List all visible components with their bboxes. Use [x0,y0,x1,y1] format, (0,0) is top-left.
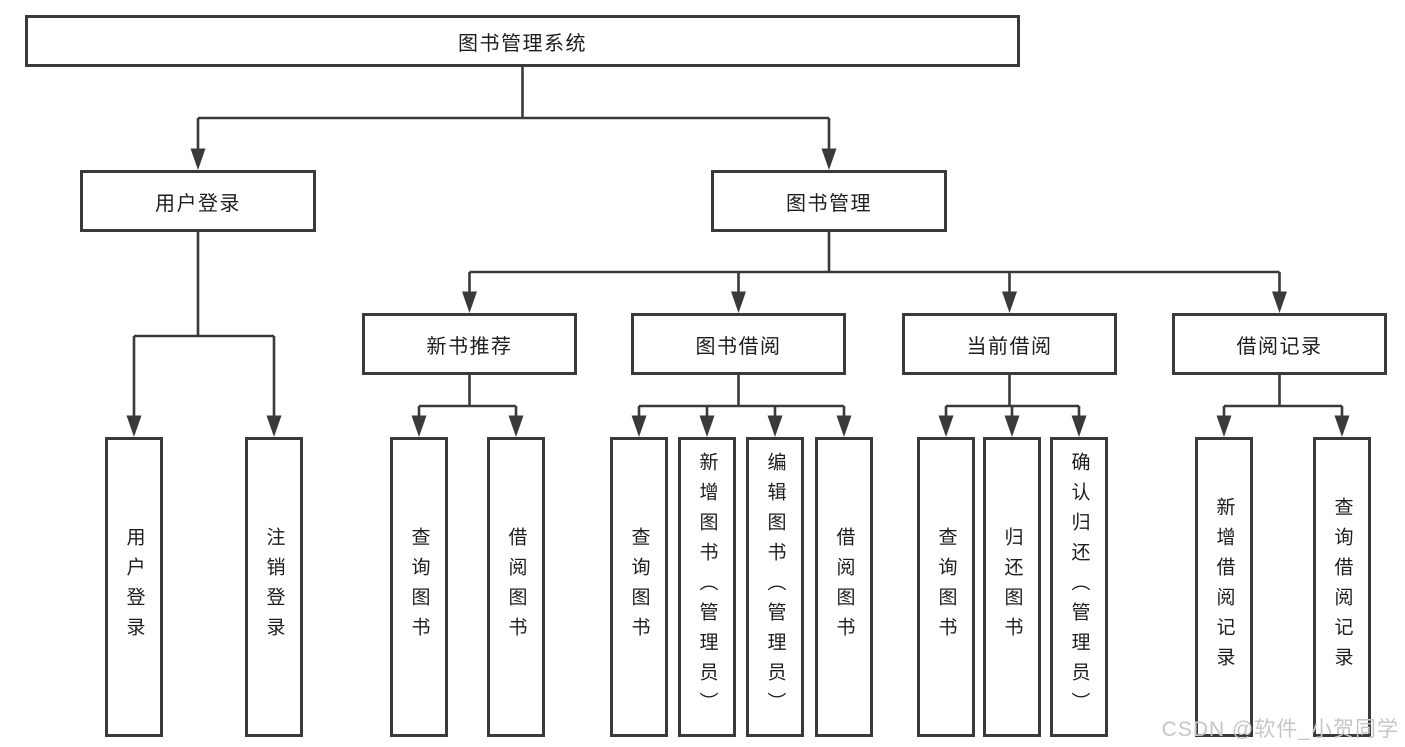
node-library-management-system: 图书管理系统 [25,15,1020,67]
node-leaf-logout: 注销登录 [245,437,303,737]
node-leaf-query-books: 查询图书 [390,437,448,737]
node-current-borrowing: 当前借阅 [902,313,1117,375]
node-label: 图书管理 [786,192,872,215]
node-label: 图书借阅 [695,335,782,358]
node-label: 图书管理系统 [458,32,587,55]
node-leaf-query-borrowing-record: 查询借阅记录 [1313,437,1371,737]
node-label: 新增图书（管理员） [696,452,718,722]
node-label: 当前借阅 [966,335,1053,358]
node-leaf-user-login: 用户登录 [105,437,163,737]
node-label: 归还图书 [1001,527,1023,647]
node-label: 查询图书 [935,527,957,647]
node-label: 查询借阅记录 [1331,497,1353,677]
node-label: 用户登录 [155,192,241,215]
node-label: 借阅图书 [505,527,527,647]
node-user-login: 用户登录 [80,170,316,232]
node-leaf-add-borrowing-record: 新增借阅记录 [1195,437,1253,737]
node-leaf-confirm-return-admin: 确认归还（管理员） [1050,437,1108,737]
node-leaf-borrow-books: 借阅图书 [815,437,873,737]
node-label: 注销登录 [263,527,285,647]
node-borrowing-records: 借阅记录 [1172,313,1387,375]
csdn-watermark: CSDN @软件_小贺同学 [1161,718,1399,741]
node-label: 新书推荐 [426,335,513,358]
node-label: 用户登录 [123,527,145,647]
node-new-book-recommendation: 新书推荐 [362,313,577,375]
node-label: 编辑图书（管理员） [764,452,786,722]
node-label: 借阅图书 [833,527,855,647]
node-leaf-borrow-books: 借阅图书 [487,437,545,737]
node-leaf-edit-books-admin: 编辑图书（管理员） [746,437,804,737]
node-label: 查询图书 [628,527,650,647]
node-leaf-return-books: 归还图书 [983,437,1041,737]
node-label: 确认归还（管理员） [1068,452,1090,722]
node-leaf-add-books-admin: 新增图书（管理员） [678,437,736,737]
node-label: 新增借阅记录 [1213,497,1235,677]
node-label: 借阅记录 [1236,335,1323,358]
node-leaf-query-books: 查询图书 [610,437,668,737]
node-leaf-query-books: 查询图书 [917,437,975,737]
node-book-borrowing: 图书借阅 [631,313,846,375]
node-label: 查询图书 [408,527,430,647]
node-book-management: 图书管理 [711,170,947,232]
